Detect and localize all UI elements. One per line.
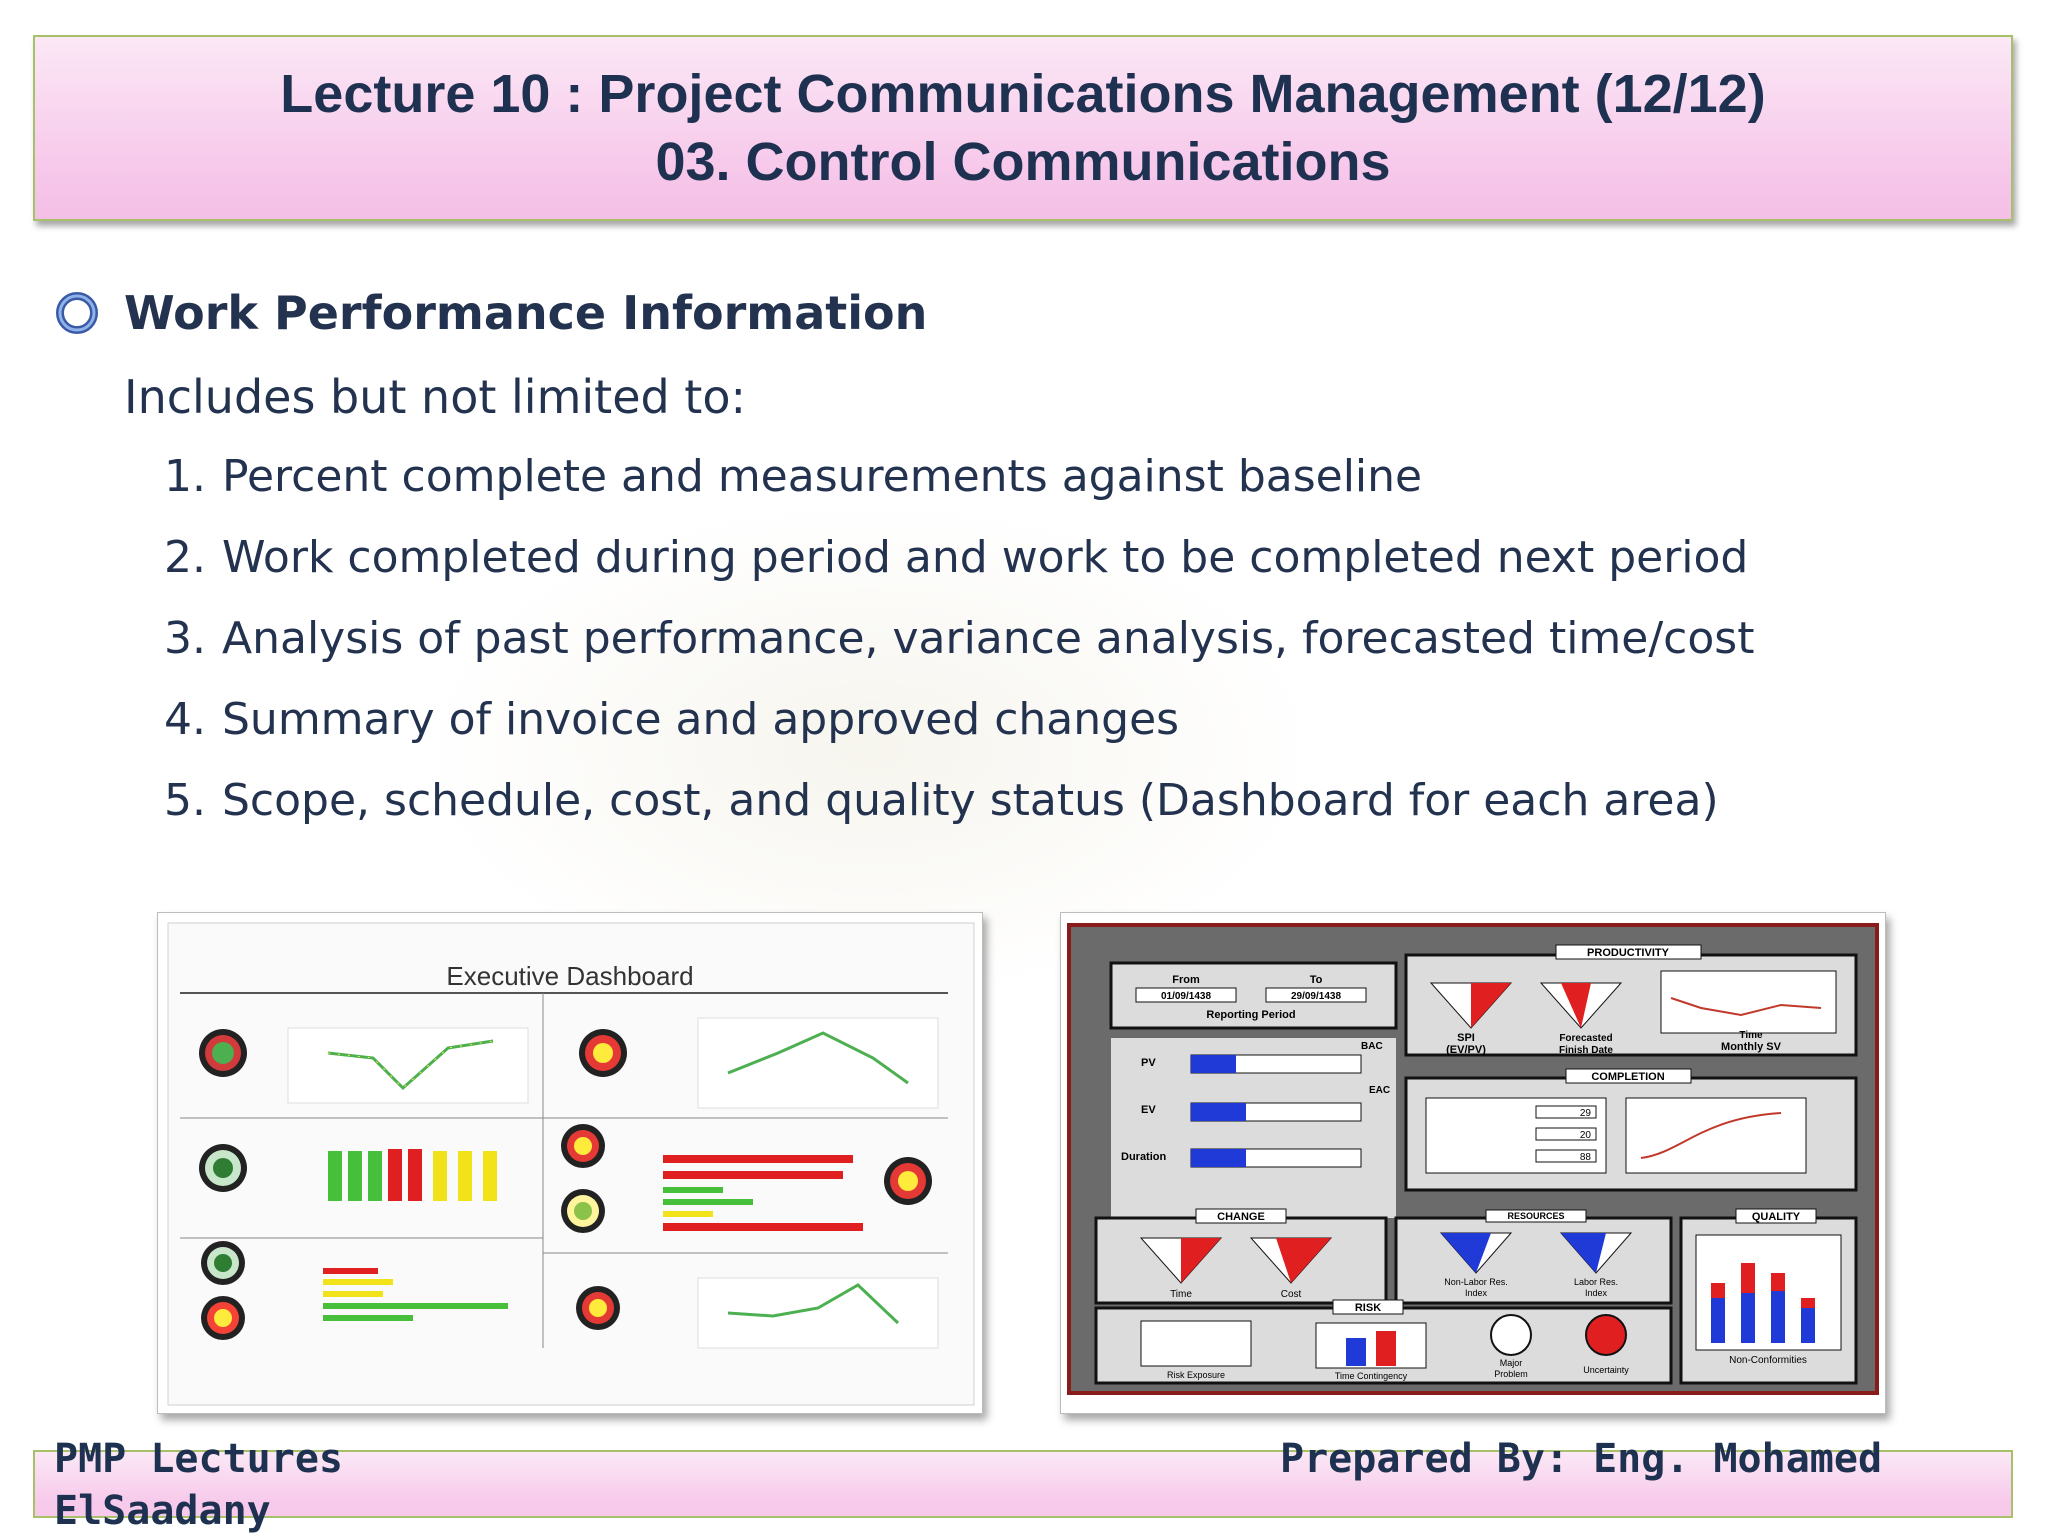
completion-panel: COMPLETION 29 20 88: [1404, 1068, 1858, 1192]
change-cost-label: Cost: [1281, 1289, 1302, 1300]
completion-value: 29: [1580, 1108, 1592, 1119]
quality-label: QUALITY: [1752, 1211, 1801, 1223]
quality-panel: QUALITY Non-Conformities: [1679, 1208, 1858, 1385]
list-item: 1. Percent complete and measurements agai…: [164, 446, 1956, 527]
exec-dashboard-title: Executive Dashboard: [446, 961, 693, 991]
reporting-period-panel: From To 01/09/1438 29/09/1438 Reporting …: [1109, 961, 1398, 1030]
labor-index-label: Index: [1585, 1288, 1608, 1298]
to-label: To: [1310, 974, 1323, 986]
list-number: 5.: [164, 775, 206, 826]
section-heading: Work Performance Information: [124, 286, 928, 340]
slide-title-banner: Lecture 10 : Project Communications Mana…: [33, 35, 2013, 221]
gauge-icon: [201, 1241, 245, 1285]
from-label: From: [1172, 974, 1200, 986]
list-text: Scope, schedule, cost, and quality statu…: [222, 775, 1719, 826]
gauge-icon: [199, 1029, 247, 1077]
section-intro: Includes but not limited to:: [124, 370, 746, 424]
time-contingency-label: Time Contingency: [1335, 1371, 1408, 1381]
list-number: 1.: [164, 451, 206, 502]
list-text: Analysis of past performance, variance a…: [222, 613, 1755, 664]
line-chart-graphic: [287, 1027, 529, 1104]
section-heading-row: Work Performance Information: [56, 282, 1956, 344]
bar-chart-graphic: [663, 1155, 863, 1231]
gauge-icon: [884, 1157, 932, 1205]
gauge-icon: [199, 1144, 247, 1192]
change-panel: CHANGE Time Cost: [1094, 1208, 1388, 1305]
from-date: 01/09/1438: [1161, 991, 1211, 1002]
list-text: Summary of invoice and approved changes: [222, 694, 1180, 745]
risk-panel: RISK Risk Exposure Time Contingency Majo…: [1094, 1299, 1673, 1385]
list-text: Work completed during period and work to…: [222, 532, 1749, 583]
slide-subtitle: 03. Control Communications: [655, 132, 1391, 192]
gauge-icon: [561, 1124, 605, 1168]
list-item: 3. Analysis of past performance, variance…: [164, 608, 1956, 689]
earned-value-panel: BAC PV EAC EV Duration: [1111, 1038, 1396, 1218]
uncertainty-label: Uncertainty: [1583, 1365, 1629, 1375]
slide-content: Work Performance Information Includes bu…: [56, 282, 1956, 851]
completion-value: 20: [1580, 1130, 1592, 1141]
project-dashboard-image: From To 01/09/1438 29/09/1438 Reporting …: [1060, 912, 1886, 1414]
reporting-period-label: Reporting Period: [1206, 1009, 1295, 1021]
time-axis-label: Time: [1739, 1030, 1763, 1041]
completion-label: COMPLETION: [1591, 1071, 1664, 1083]
productivity-label: PRODUCTIVITY: [1587, 947, 1670, 959]
numbered-list: 1. Percent complete and measurements agai…: [164, 446, 1956, 851]
executive-dashboard-image: Executive Dashboard: [157, 912, 983, 1414]
bar-chart-graphic: [328, 1149, 497, 1201]
footer-right-text: Prepared By: Eng. Mohamed: [1280, 1436, 1883, 1482]
major-label: Major: [1500, 1358, 1523, 1368]
eac-label: EAC: [1369, 1085, 1390, 1096]
resources-panel: RESOURCES Non-Labor Res. Index Labor Res…: [1394, 1209, 1673, 1305]
spi-sub-label: (EV/PV): [1446, 1044, 1486, 1056]
list-item: 4. Summary of invoice and approved change…: [164, 689, 1956, 770]
ring-bullet-icon: [56, 292, 98, 334]
footer-banner: [33, 1450, 2013, 1518]
gauge-icon: [201, 1296, 245, 1340]
list-number: 3.: [164, 613, 206, 664]
pv-label: PV: [1141, 1057, 1156, 1069]
change-time-label: Time: [1170, 1289, 1192, 1300]
non-labor-label: Non-Labor Res.: [1444, 1277, 1508, 1287]
list-number: 4.: [164, 694, 206, 745]
productivity-panel: PRODUCTIVITY SPI (EV/PV) Forecasted Fini…: [1404, 944, 1858, 1057]
duration-label: Duration: [1121, 1151, 1167, 1163]
change-label: CHANGE: [1217, 1211, 1265, 1223]
resources-label: RESOURCES: [1507, 1211, 1564, 1221]
list-text: Percent complete and measurements agains…: [222, 451, 1423, 502]
slide-title: Lecture 10 : Project Communications Mana…: [280, 64, 1766, 124]
list-number: 2.: [164, 532, 206, 583]
forecasted-label: Forecasted: [1559, 1033, 1612, 1044]
bac-label: BAC: [1361, 1041, 1383, 1052]
labor-label: Labor Res.: [1574, 1277, 1618, 1287]
non-labor-index-label: Index: [1465, 1288, 1488, 1298]
bar-chart-graphic: [323, 1268, 508, 1321]
completion-value: 88: [1580, 1152, 1592, 1163]
list-item: 5. Scope, schedule, cost, and quality sta…: [164, 770, 1956, 851]
footer-left-text: PMP Lectures ElSaadany: [54, 1436, 343, 1534]
spi-label: SPI: [1457, 1032, 1475, 1044]
to-date: 29/09/1438: [1291, 991, 1341, 1002]
line-chart-graphic: [697, 1277, 939, 1349]
line-chart-graphic: [697, 1017, 939, 1109]
gauge-icon: [579, 1029, 627, 1077]
gauge-icon: [576, 1286, 620, 1330]
monthly-sv-label: Monthly SV: [1721, 1041, 1782, 1053]
gauge-icon: [561, 1189, 605, 1233]
risk-exposure-label: Risk Exposure: [1167, 1370, 1225, 1380]
problem-label: Problem: [1494, 1369, 1528, 1379]
non-conformities-label: Non-Conformities: [1729, 1355, 1807, 1366]
finish-date-label: Finish Date: [1559, 1045, 1613, 1056]
list-item: 2. Work completed during period and work …: [164, 527, 1956, 608]
ev-label: EV: [1141, 1104, 1156, 1116]
risk-label: RISK: [1355, 1302, 1381, 1314]
